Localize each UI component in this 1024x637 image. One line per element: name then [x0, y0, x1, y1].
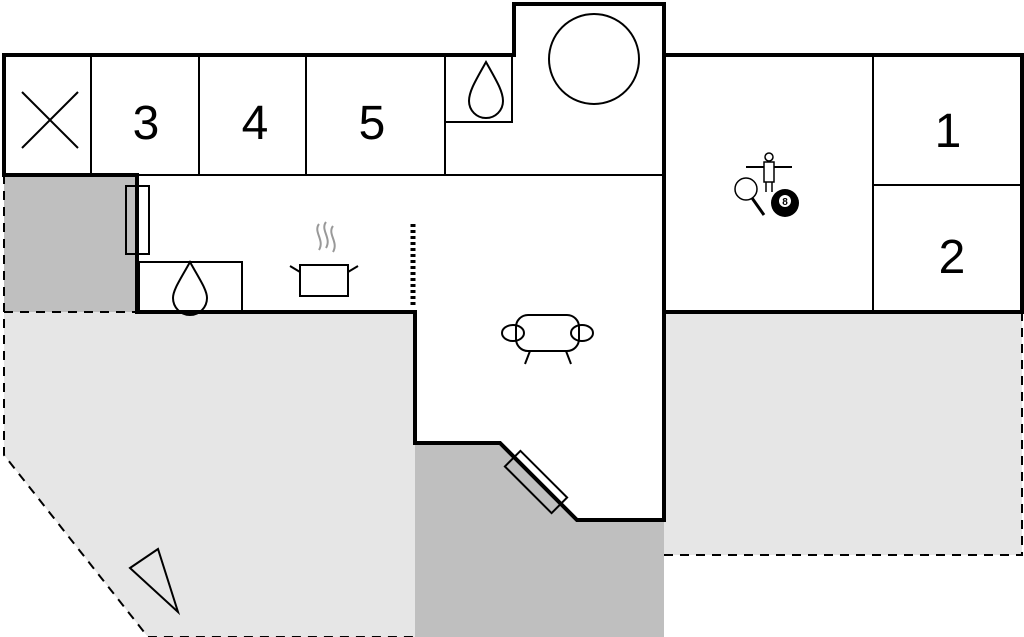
- wall-heater-diagonal-icon: [503, 449, 569, 515]
- terrace-right-outline: [664, 312, 1023, 556]
- cooking-pot-icon: [289, 221, 359, 297]
- bathroom-box: [445, 55, 513, 123]
- room-number-2: 2: [939, 231, 966, 284]
- room-number-1: 1: [935, 105, 962, 158]
- room-number-4: 4: [242, 97, 269, 150]
- terrace-right: [664, 312, 1022, 555]
- closet-cross-icon: [21, 91, 79, 149]
- kitchen-counter: [138, 261, 243, 313]
- covered-terrace-left: [4, 175, 137, 312]
- north-arrow-icon: [128, 547, 181, 616]
- table-tennis-icon: [734, 177, 766, 216]
- covered-terrace-bottom: [415, 443, 664, 637]
- terrace-left: [4, 312, 415, 637]
- sink-water-icon: [171, 259, 209, 316]
- svg-text:8: 8: [782, 197, 788, 208]
- hot-tub-icon: [548, 13, 640, 105]
- foosball-icon: [746, 152, 792, 192]
- billiard-ball-icon: 8: [771, 189, 799, 217]
- room-number-3: 3: [133, 97, 160, 150]
- wall-heater-icon: [125, 185, 150, 255]
- room-number-5: 5: [359, 97, 386, 150]
- outer-walls: [2, 2, 1024, 522]
- sofa-icon: [501, 314, 594, 365]
- bathroom-water-icon: [467, 59, 505, 119]
